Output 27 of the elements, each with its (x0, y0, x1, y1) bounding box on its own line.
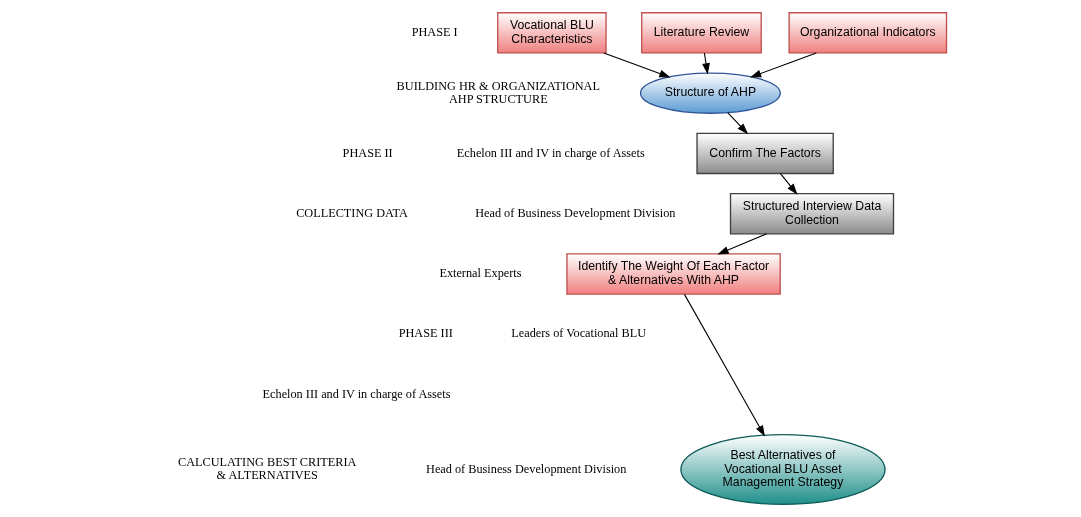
node-box: Confirm The Factors (695, 132, 834, 175)
label: COLLECTING DATA (295, 205, 408, 220)
arrow (701, 52, 710, 75)
arrow (749, 52, 817, 78)
node-box: Identify The Weight Of Each Factor & Alternatives With AHP (565, 253, 781, 295)
node-box: Structured Interview Data Collection (729, 192, 894, 235)
label: PHASE III (398, 326, 453, 341)
arrow (726, 112, 748, 135)
label: Head of Business Development Division (425, 461, 626, 476)
node-box: Organizational Indicators (787, 12, 947, 54)
label: PHASE I (411, 24, 458, 39)
label: External Experts (438, 266, 521, 281)
node-ellipse: Best Alternatives of Vocational BLU Asset Management Strategy (679, 433, 886, 506)
node-box: Vocational BLU Characteristics (496, 12, 607, 54)
label: BUILDING HR & ORGANIZATIONAL AHP STRUCTURE (396, 78, 600, 106)
label: Echelon III and IV in charge of Assets (262, 386, 450, 401)
node-box: Literature Review (640, 12, 762, 54)
arrow (779, 173, 798, 195)
arrow (683, 293, 765, 437)
arrow (602, 52, 671, 78)
arrow (716, 233, 767, 255)
label: Leaders of Vocational BLU (510, 326, 646, 341)
node-ellipse: Structure of AHP (639, 72, 781, 114)
label: Head of Business Development Division (474, 205, 675, 220)
label: PHASE II (342, 145, 393, 160)
label: CALCULATING BEST CRITERIA & ALTERNATIVES (177, 454, 356, 483)
label: Echelon III and IV in charge of Assets (456, 145, 645, 160)
